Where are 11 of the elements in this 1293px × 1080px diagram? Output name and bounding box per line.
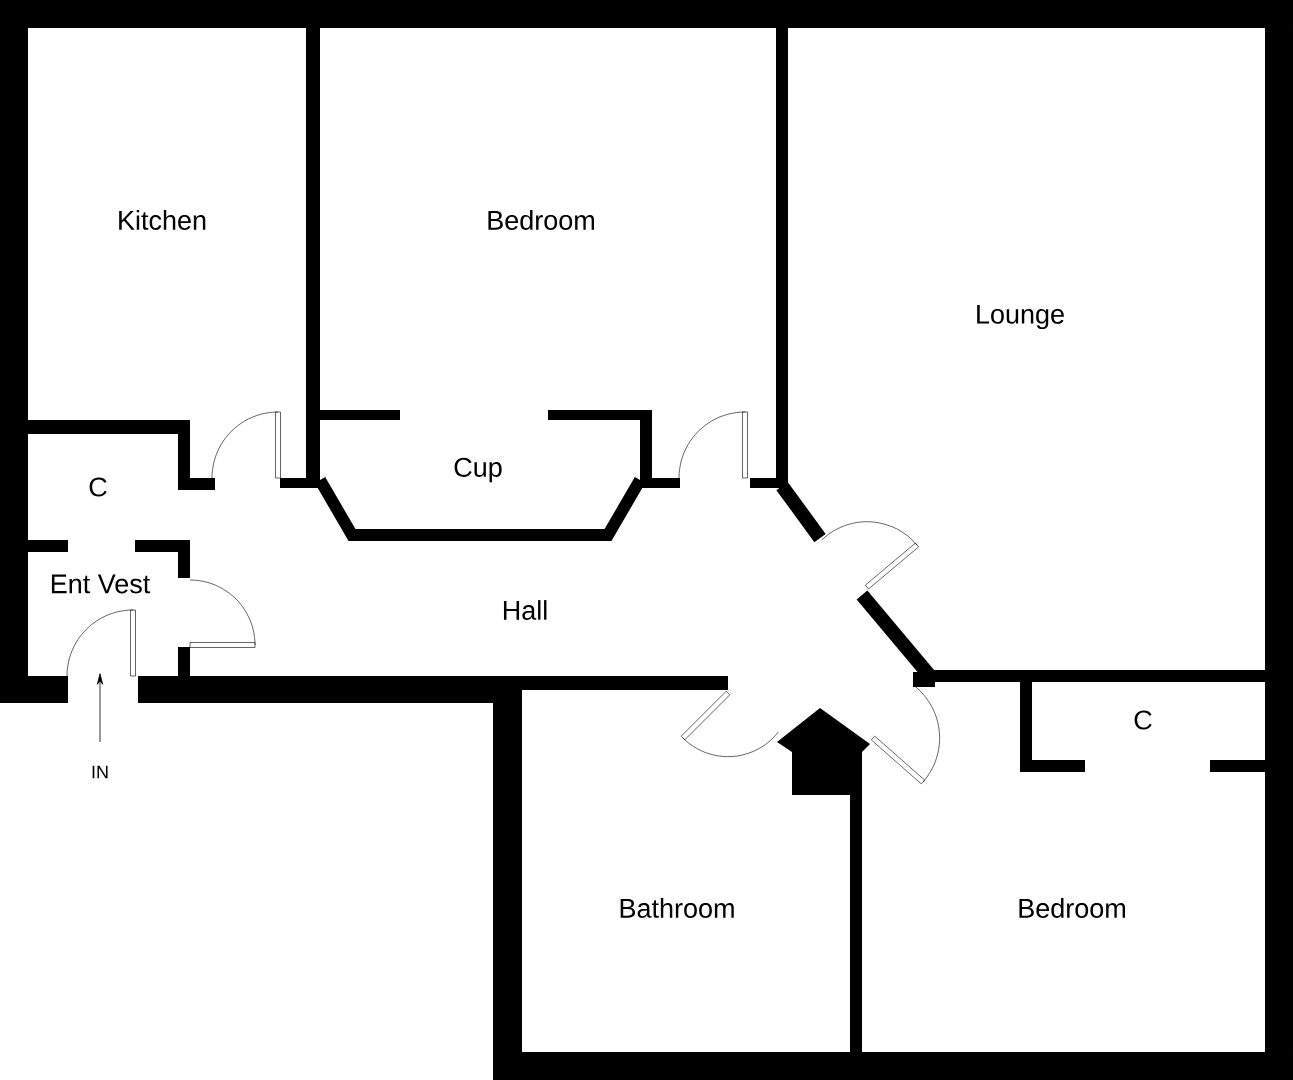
room-label: Cup [454,457,502,483]
room-label: C [89,477,107,497]
room-label: Bedroom [488,210,594,230]
room-label: C [1134,710,1152,730]
room-label: Ent Vest [51,574,151,594]
room-label: Bathroom [620,898,734,918]
room-label: Lounge [977,304,1064,330]
room-label: Bedroom [1019,898,1125,918]
room-label: Kitchen [119,210,206,230]
room-label: IN [92,765,108,779]
room-label: Hall [503,600,547,620]
